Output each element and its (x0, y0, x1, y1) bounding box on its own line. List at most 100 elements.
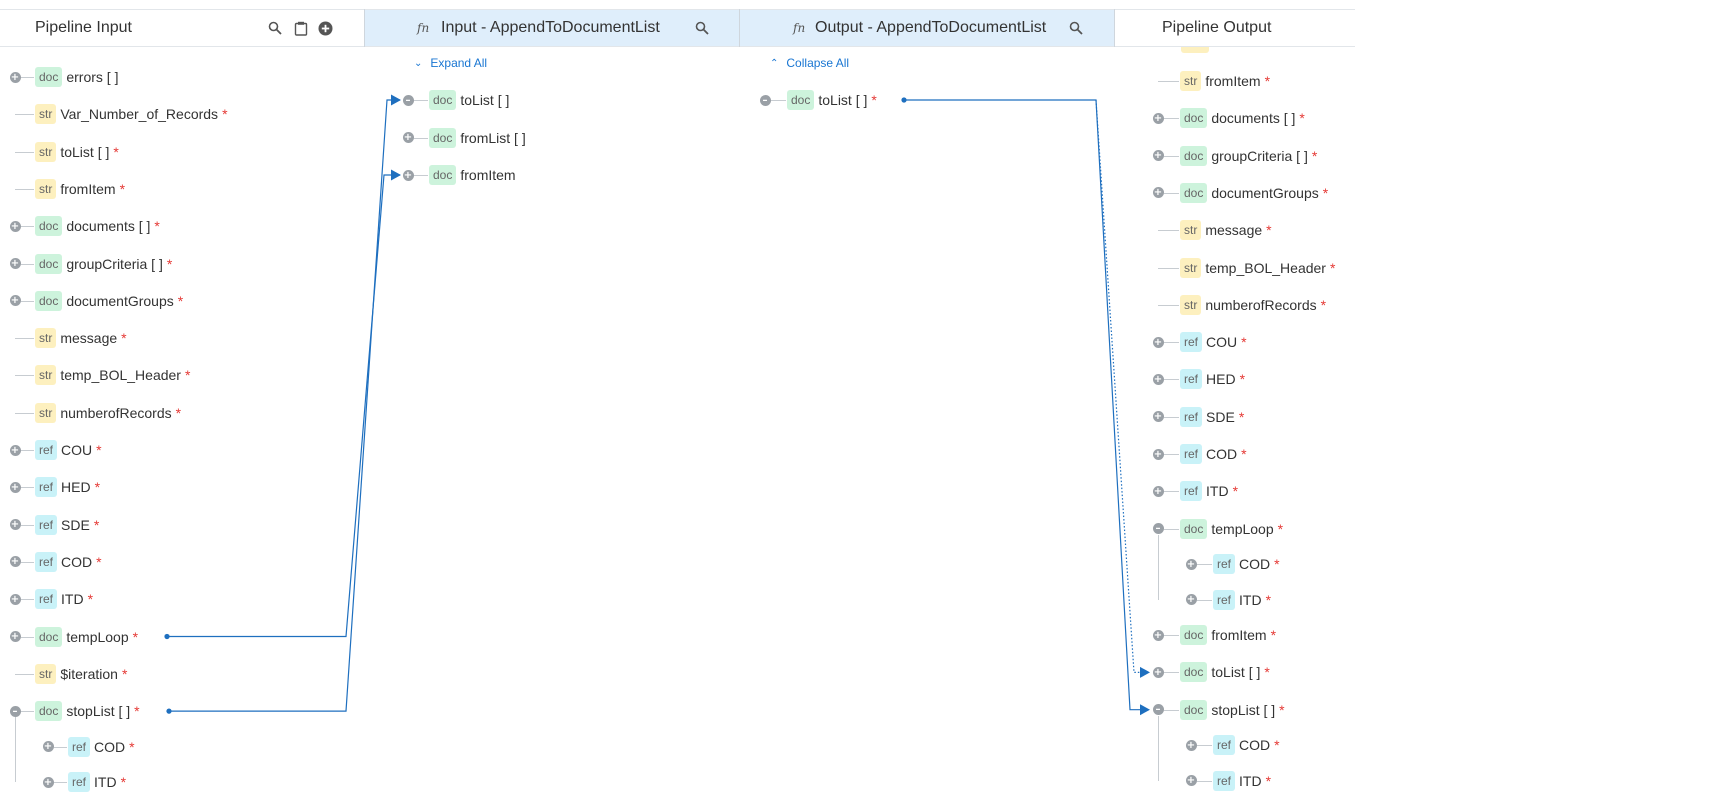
expand-node-icon[interactable]: + (402, 169, 414, 181)
expand-node-icon[interactable]: + (1152, 485, 1164, 497)
expand-node-icon[interactable]: + (1152, 666, 1164, 678)
link-output-tolist-to-tolist[interactable] (1095, 99, 1142, 674)
link-output-tolist-to-stoplist[interactable] (904, 99, 1142, 711)
expand-node-icon[interactable]: + (402, 132, 414, 143)
expand-node-icon[interactable]: + (1152, 336, 1164, 348)
expand-node-icon[interactable]: + (9, 519, 21, 531)
expand-node-icon[interactable]: + (9, 71, 21, 83)
search-icon[interactable] (692, 10, 712, 46)
required-marker: * (93, 516, 100, 533)
expand-node-icon[interactable]: + (42, 776, 54, 788)
doc-type-badge: doc (35, 701, 63, 722)
expand-node-icon[interactable]: + (1152, 112, 1164, 124)
tree-guide (1158, 534, 1159, 600)
field-name: ITD (1206, 483, 1229, 500)
add-circle-icon[interactable] (315, 10, 335, 46)
collapse-node-icon[interactable]: – (402, 94, 414, 106)
required-marker: * (1238, 408, 1245, 425)
expand-node-icon[interactable]: + (1185, 594, 1197, 606)
expand-node-icon[interactable]: + (1152, 187, 1164, 199)
expand-node-icon[interactable]: + (1152, 448, 1164, 460)
expand-node-icon[interactable]: + (9, 444, 21, 456)
expand-node-icon[interactable]: + (9, 220, 21, 232)
pipeline-input-field-iteration[interactable]: str$iteration* (35, 662, 127, 686)
expand-node-icon[interactable]: + (1185, 558, 1197, 570)
expand-node-icon[interactable]: + (1152, 373, 1164, 385)
field-name: numberofRecords (1205, 296, 1317, 313)
expand-node-icon[interactable]: + (9, 258, 21, 269)
collapse-node-icon[interactable]: – (9, 705, 21, 717)
search-icon[interactable] (1066, 10, 1086, 46)
expand-node-icon[interactable]: + (42, 741, 54, 753)
clipboard-icon[interactable] (291, 10, 311, 46)
expand-node-icon[interactable]: + (9, 556, 21, 568)
expand-node-icon[interactable]: + (1185, 775, 1197, 787)
tree-guide (1164, 342, 1179, 344)
expand-node-icon[interactable]: + (1152, 411, 1164, 423)
tree-guide (21, 636, 34, 638)
collapse-node-icon[interactable]: – (759, 94, 771, 106)
tree-guide (414, 100, 428, 101)
expand-node-icon[interactable]: + (9, 593, 21, 605)
expand-node-icon[interactable]: + (9, 295, 21, 307)
collapse-all-toggle[interactable]: ⌃ Collapse All (770, 56, 849, 70)
function-icon: fn (793, 21, 806, 35)
doc-type-badge: doc (35, 67, 63, 87)
expand-all-toggle[interactable]: ⌄ Expand All (414, 56, 487, 70)
expand-node-icon[interactable]: + (9, 631, 21, 642)
tree-guide (1197, 745, 1212, 747)
fn-output-header: fn Output - AppendToDocumentList (740, 9, 1114, 47)
search-icon[interactable] (265, 10, 285, 46)
link-temploop-to-fromitem[interactable] (167, 174, 400, 638)
collapse-node-icon[interactable]: – (1152, 704, 1164, 716)
expand-node-icon[interactable]: + (1152, 150, 1164, 162)
expand-node-icon[interactable]: + (1152, 629, 1164, 641)
expand-node-icon[interactable]: + (9, 481, 21, 493)
expand-node-icon[interactable]: + (1185, 739, 1197, 751)
collapse-node-icon[interactable]: – (1152, 523, 1164, 535)
